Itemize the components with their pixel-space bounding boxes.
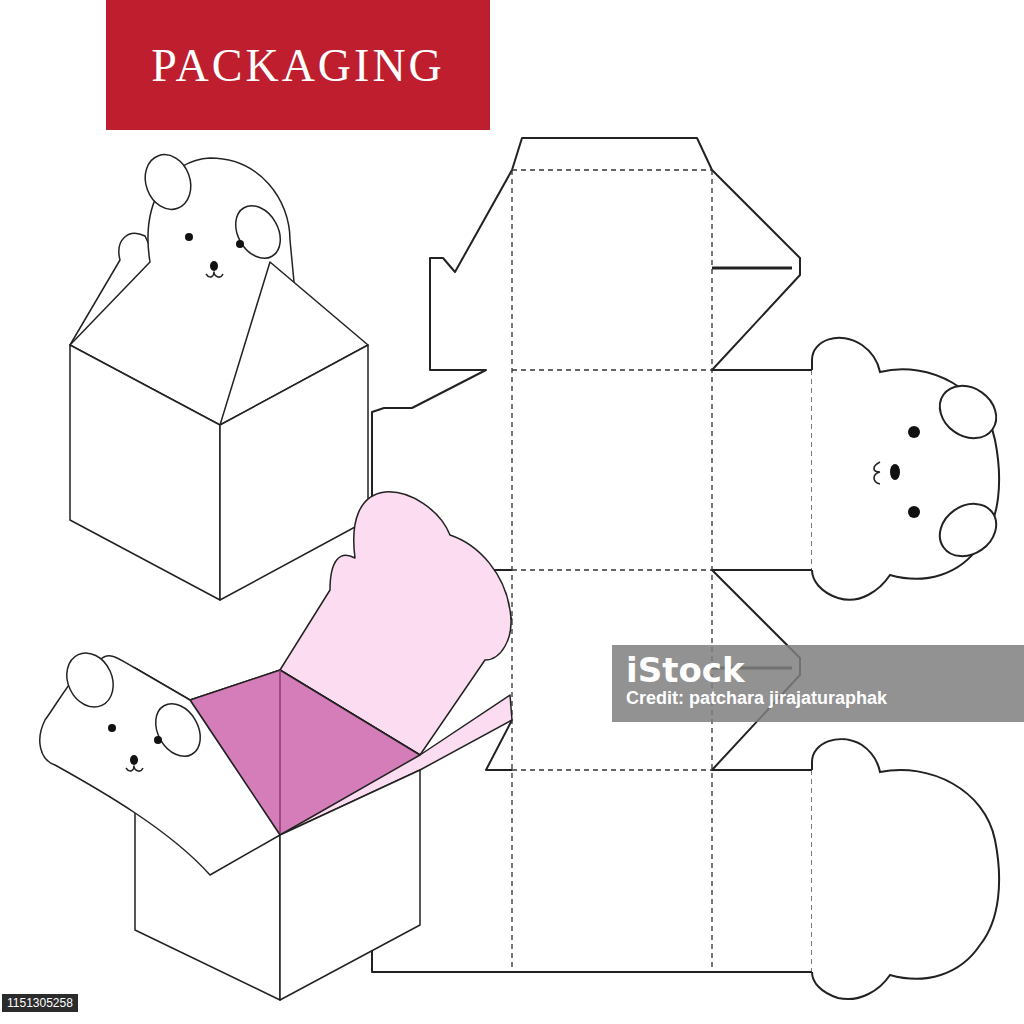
dog-back-flap (812, 739, 999, 999)
closed-box-part (185, 233, 193, 241)
open-box-part (154, 736, 162, 744)
fold-lines (512, 170, 812, 972)
closed-box-part (206, 272, 223, 277)
fold-line (512, 769, 712, 770)
closed-box-part (70, 345, 220, 600)
watermark-logo: iStock (626, 650, 745, 690)
closed-box (70, 148, 368, 600)
dog-head-flap-part (812, 338, 999, 600)
open-box-part (147, 696, 210, 764)
closed-box-part (236, 240, 244, 248)
open-box-part (126, 766, 143, 771)
dog-head-flap-part (908, 506, 920, 518)
open-box-part (280, 770, 420, 1000)
title-banner: PACKAGING (106, 0, 490, 130)
watermark-credit: Credit: patchara jirajaturaphak (626, 688, 887, 709)
open-box (40, 492, 512, 1000)
fold-line (512, 169, 712, 170)
fold-line (512, 569, 712, 570)
open-box-part (279, 670, 281, 835)
closed-box-part (227, 198, 290, 266)
fold-line (511, 170, 512, 972)
dog-head-flap-part (930, 493, 1007, 567)
open-box-part (58, 645, 122, 714)
closed-box-part (138, 148, 198, 216)
fold-line (711, 170, 712, 972)
watermark-band (612, 645, 1024, 722)
open-box-part (130, 755, 138, 765)
slit (712, 267, 792, 270)
dog-back-flap-part (812, 739, 999, 999)
fold-line (512, 369, 712, 370)
image-id: 1151305258 (2, 994, 78, 1012)
dog-head-flap-part (930, 375, 1007, 449)
dog-head-flap-part (874, 462, 880, 484)
open-box-part (108, 724, 116, 732)
closed-box-part (210, 261, 218, 271)
dog-head-flap (812, 338, 1006, 600)
dog-head-flap-part (890, 464, 900, 480)
dog-head-flap-part (908, 426, 920, 438)
title-text: PACKAGING (151, 39, 445, 92)
